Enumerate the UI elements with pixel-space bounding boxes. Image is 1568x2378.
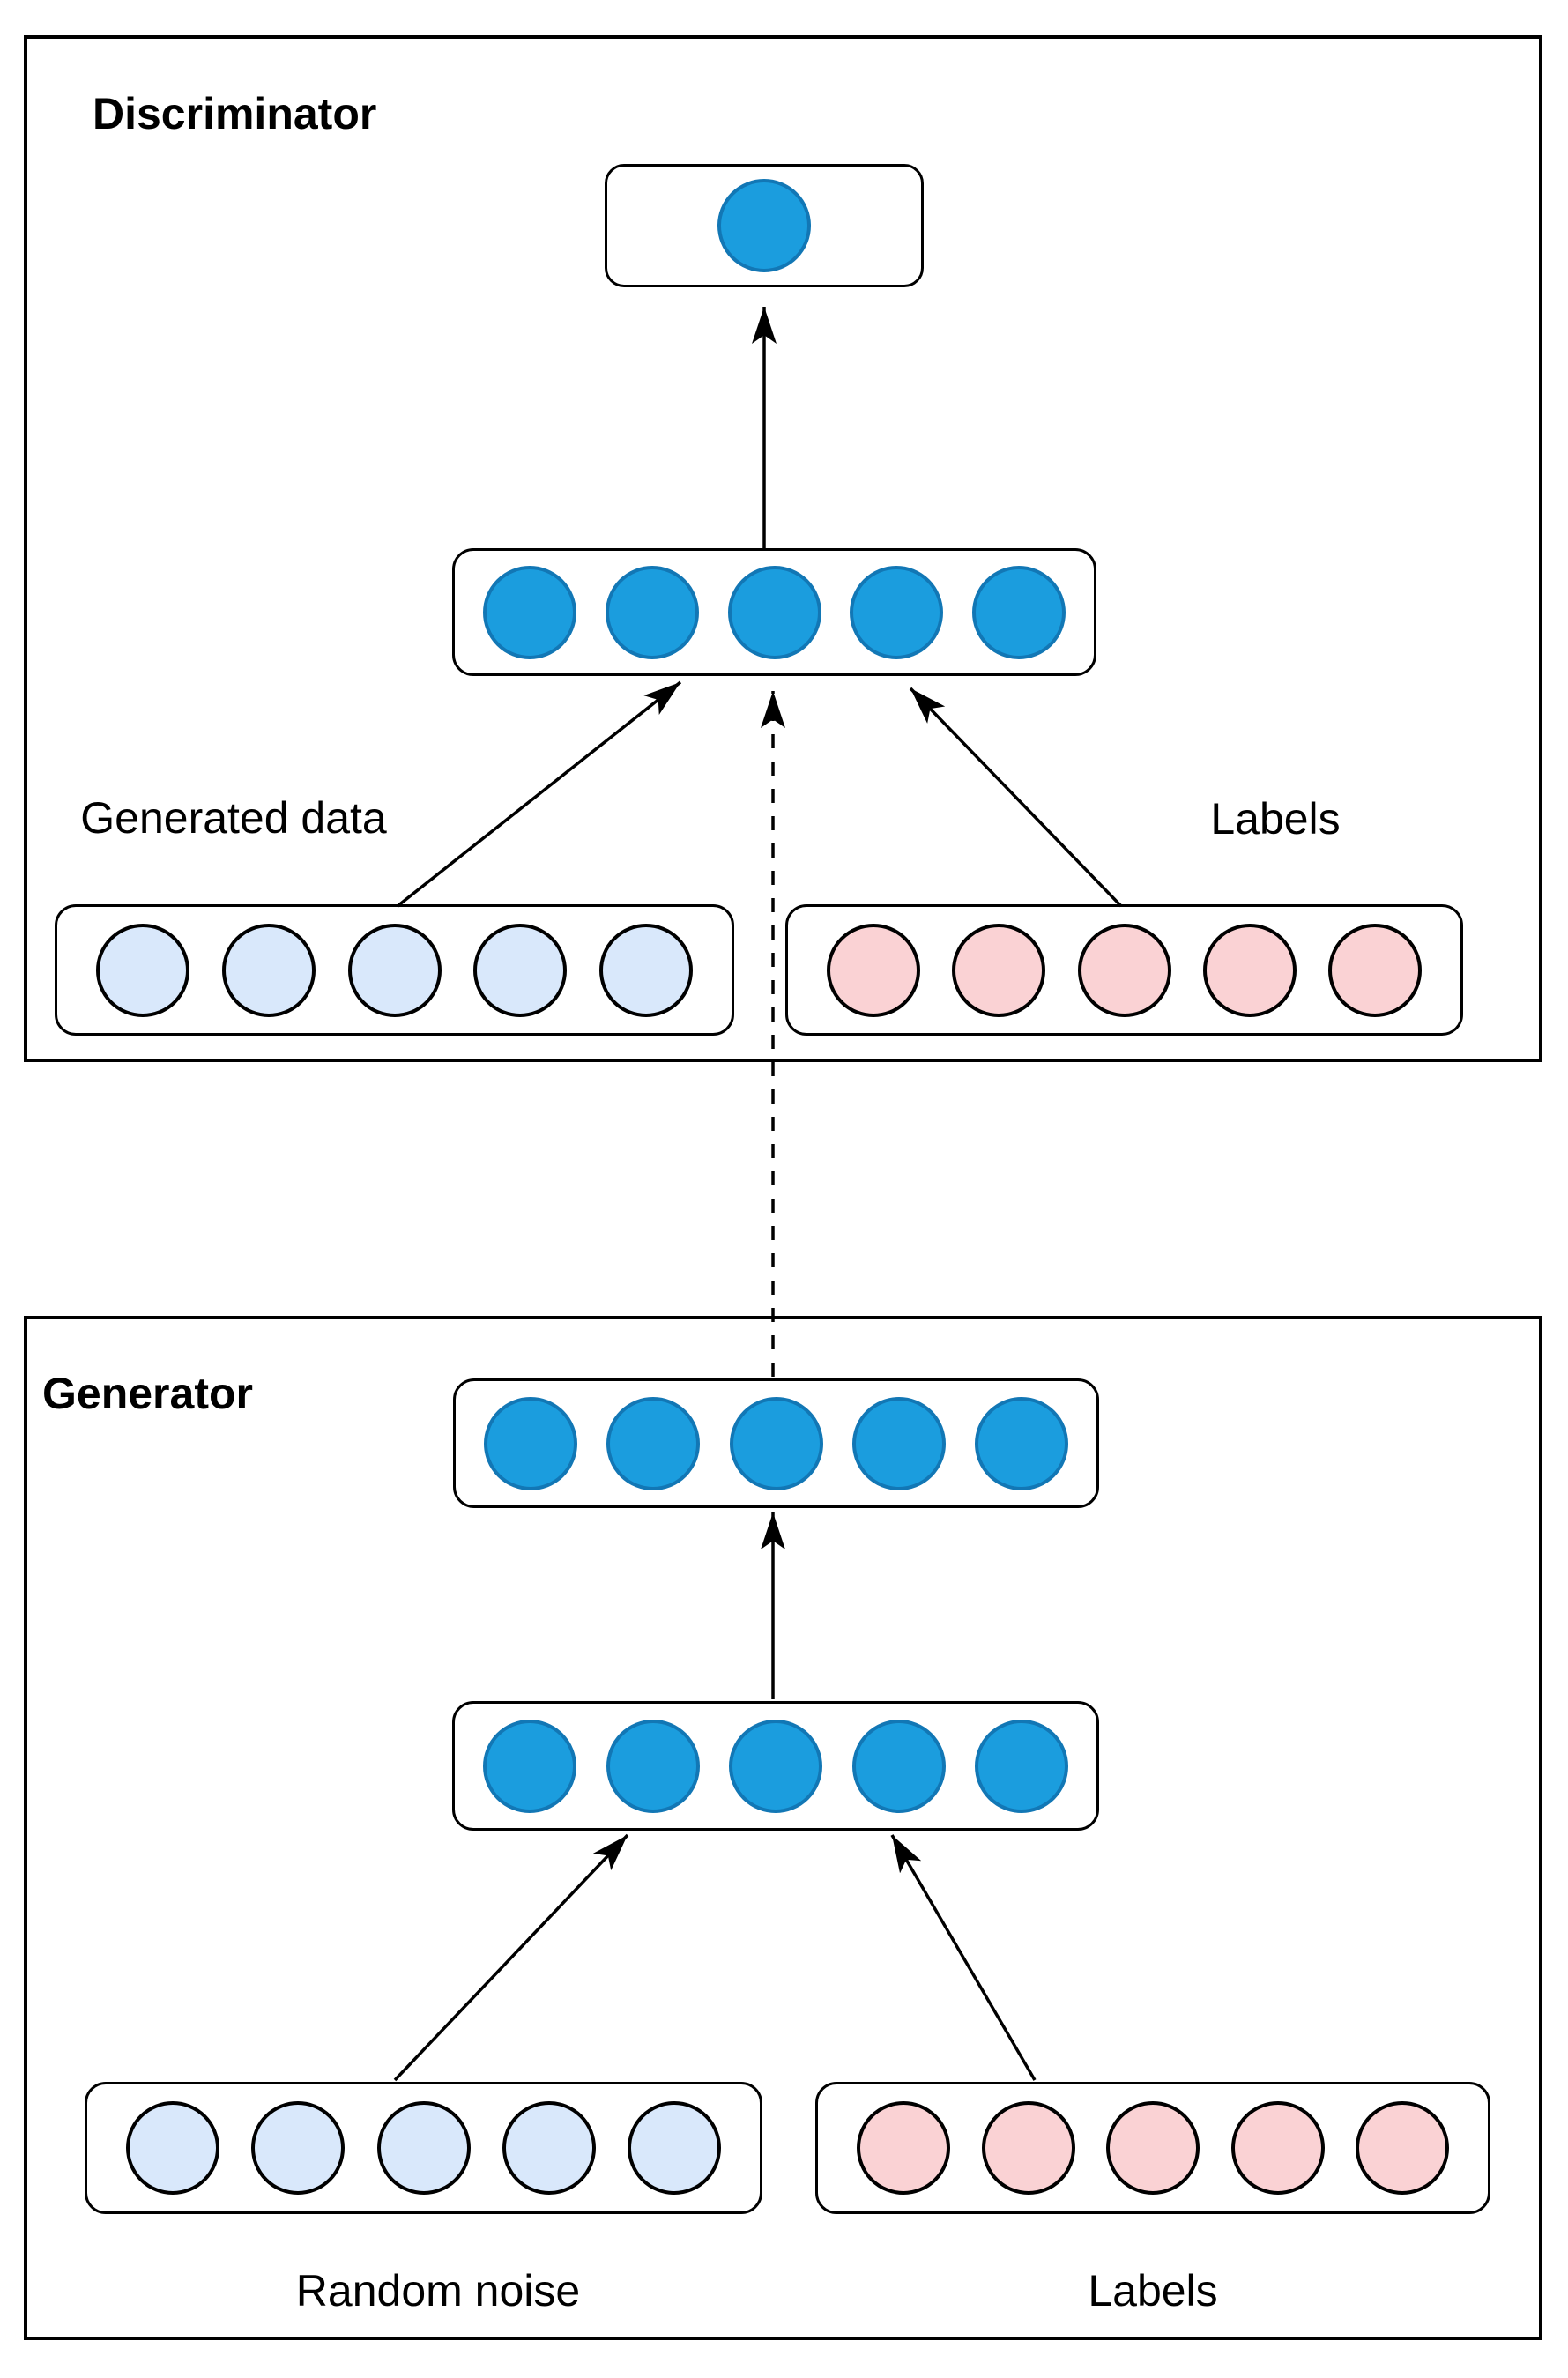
discriminator-hidden-neuron [850,565,944,659]
generated-data-neuron [347,923,442,1017]
generator-label-neuron [981,2101,1075,2195]
random-noise-neuron [251,2101,346,2195]
generator-labels-layer [815,2082,1490,2214]
generated-data-neuron [96,923,189,1017]
generator-hidden1-neuron [975,1719,1068,1813]
discriminator-label-neuron [1202,923,1297,1017]
discriminator-label-neuron [1328,923,1422,1017]
generator-label-neuron [857,2101,950,2195]
discriminator-output-layer [605,164,924,287]
random-noise-label: Random noise [295,2266,581,2315]
discriminator-hidden-layer [452,548,1096,676]
generator-label-neuron [1230,2101,1325,2195]
discriminator-labels-label: Labels [1210,794,1341,843]
random-noise-neuron [126,2101,219,2195]
generator-hidden-layer-1 [452,1701,1099,1831]
discriminator-title: Discriminator [93,89,377,138]
random-noise-layer [85,2082,762,2214]
discriminator-label-neuron [952,923,1046,1017]
random-noise-neuron [502,2101,596,2195]
generator-hidden2-neuron [729,1396,823,1490]
discriminator-labels-layer [785,904,1463,1036]
generator-panel [24,1316,1542,2340]
discriminator-hidden-neuron [483,565,576,659]
generated-data-layer [55,904,734,1036]
generator-hidden2-neuron [851,1396,946,1490]
discriminator-hidden-neuron [972,565,1066,659]
generator-hidden1-neuron [851,1719,946,1813]
generator-hidden-layer-2 [453,1378,1099,1508]
discriminator-hidden-neuron [605,565,699,659]
discriminator-output-neuron [717,179,811,272]
generated-data-neuron [473,923,568,1017]
generator-hidden1-neuron [606,1719,700,1813]
generator-hidden1-neuron [729,1719,822,1813]
generator-hidden2-neuron [484,1396,577,1490]
discriminator-label-neuron [827,923,920,1017]
generator-hidden2-neuron [975,1396,1068,1490]
generated-data-neuron [599,923,693,1017]
generator-hidden2-neuron [606,1396,701,1490]
generator-hidden1-neuron [483,1719,576,1813]
discriminator-hidden-neuron [727,565,821,659]
generated-data-neuron [221,923,316,1017]
random-noise-neuron [628,2101,721,2195]
discriminator-label-neuron [1077,923,1171,1017]
generated-data-label: Generated data [80,793,387,843]
generator-labels-label: Labels [1088,2266,1218,2315]
generator-title: Generator [42,1369,253,1418]
generator-label-neuron [1106,2101,1200,2195]
random-noise-neuron [376,2101,471,2195]
generator-label-neuron [1356,2101,1449,2195]
discriminator-panel [24,35,1542,1062]
